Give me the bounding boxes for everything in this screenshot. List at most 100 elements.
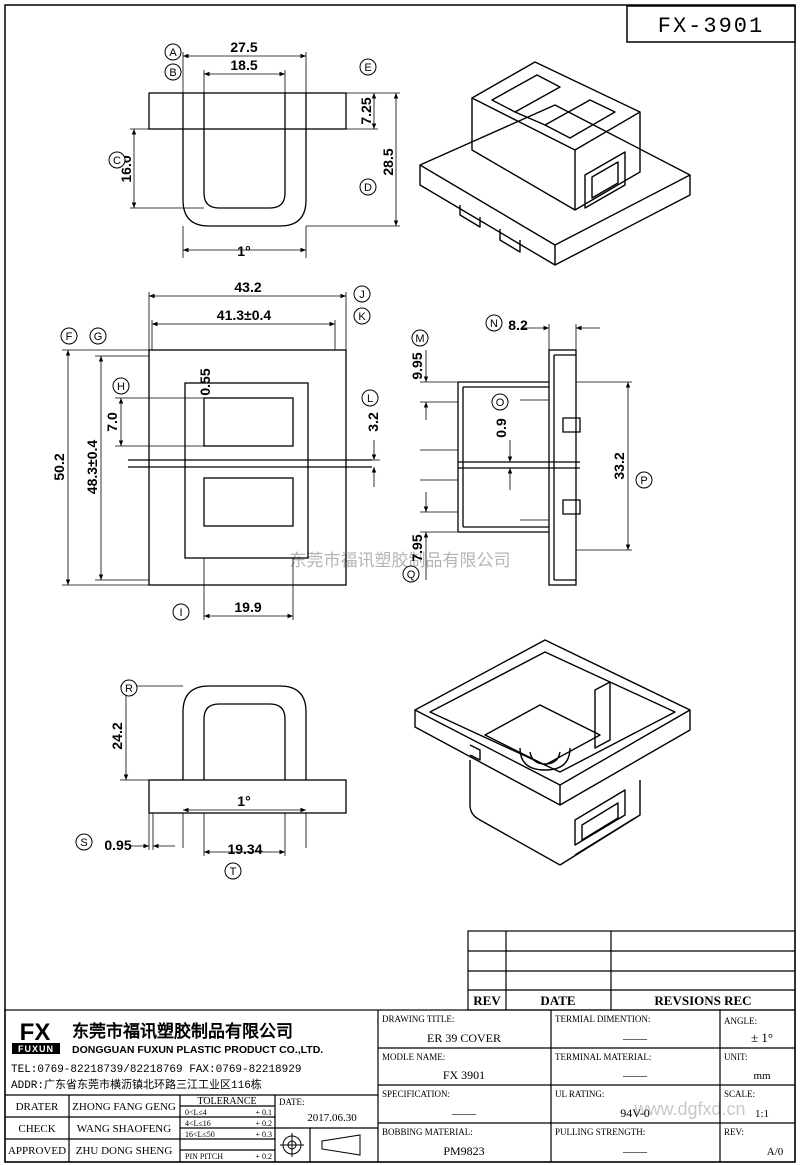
label-n: N: [485, 314, 503, 332]
isometric-top: [419, 61, 691, 266]
drawing-title-label: DRAWING TITLE:: [382, 1014, 454, 1024]
unit-value: mm: [753, 1070, 771, 1082]
unit-label: UNIT:: [724, 1052, 748, 1062]
svg-text:S: S: [80, 837, 87, 849]
dim-n: 8.2: [508, 317, 528, 333]
drawing-number-box: FX-3901: [626, 5, 796, 43]
dim-top-gap: 0.55: [197, 368, 213, 395]
drawing-number: FX-3901: [658, 14, 764, 39]
dim-angle-bottom: 1°: [237, 793, 250, 809]
dim-p: 33.2: [611, 452, 627, 479]
front-view: [62, 292, 380, 620]
angle-value: ± 1°: [751, 1030, 773, 1045]
company-block: FX FUXUN 东莞市福讯塑胶制品有限公司 DONGGUAN FUXUN PL…: [11, 1019, 323, 1092]
date-value: 2017.06.30: [307, 1112, 357, 1124]
svg-text:M: M: [415, 333, 424, 345]
label-a: A: [164, 43, 182, 61]
svg-text:T: T: [230, 866, 237, 878]
svg-text:R: R: [125, 683, 133, 695]
scale-value: 1:1: [755, 1108, 769, 1120]
tol-value-3: + 0.3: [255, 1130, 272, 1139]
label-d: D: [359, 178, 377, 196]
label-f: F: [60, 327, 78, 345]
label-s: S: [75, 833, 93, 851]
dim-a: 27.5: [230, 39, 257, 55]
name-approved: ZHU DONG SHENG: [76, 1145, 173, 1157]
label-h: H: [112, 377, 130, 395]
svg-text:Q: Q: [407, 569, 416, 581]
label-l: L: [361, 389, 379, 407]
specification-value: ——: [451, 1106, 477, 1120]
logo-fx: FX: [20, 1019, 51, 1046]
dim-r: 24.2: [109, 722, 125, 749]
svg-text:O: O: [496, 397, 505, 409]
tol-range-1: 0<L≤4: [185, 1108, 207, 1117]
role-approved: APPROVED: [8, 1145, 66, 1157]
svg-text:P: P: [640, 475, 647, 487]
svg-text:L: L: [367, 393, 373, 405]
dim-s: 0.95: [104, 837, 131, 853]
model-name-value: FX 3901: [443, 1068, 485, 1082]
model-name-label: MODLE NAME:: [382, 1052, 445, 1062]
tol-range-3: 16<L≤50: [185, 1130, 215, 1139]
dim-b: 18.5: [230, 57, 257, 73]
pulling-strength-label: PULLING STRENGTH:: [555, 1127, 645, 1137]
watermark-company: 东莞市福讯塑胶制品有限公司: [290, 551, 511, 570]
tol-range-2: 4<L≤16: [185, 1119, 211, 1128]
svg-text:H: H: [117, 381, 125, 393]
dim-bottom-width: 19.9: [234, 599, 261, 615]
label-k: K: [353, 307, 371, 325]
label-i: I: [172, 603, 190, 621]
tolerance-header: TOLERANCE: [197, 1096, 256, 1107]
dim-m: 9.95: [409, 352, 425, 379]
svg-text:C: C: [113, 155, 121, 167]
company-addr: ADDR:广东省东莞市横沥镇北环路三江工业区116栋: [11, 1077, 262, 1092]
scale-label: SCALE:: [724, 1089, 755, 1099]
label-g: G: [89, 327, 107, 345]
angle-label: ANGLE:: [724, 1016, 757, 1026]
role-drater: DRATER: [16, 1101, 59, 1113]
terminal-dimension-value: ——: [622, 1031, 648, 1045]
dim-inner-width: 41.3±0.4: [217, 307, 272, 323]
label-o: O: [491, 393, 509, 411]
label-e: E: [359, 58, 377, 76]
isometric-bottom: [414, 639, 691, 866]
terminal-material-value: ——: [622, 1068, 648, 1082]
front-view-dimensions: 43.2 41.3±0.4 50.2 48.3±0.4 7.0 3.2 0.55…: [51, 279, 381, 621]
label-r: R: [120, 679, 138, 697]
dim-q: 7.95: [409, 534, 425, 561]
pulling-strength-value: ——: [622, 1144, 648, 1158]
bobbing-material-value: PM9823: [443, 1144, 484, 1158]
svg-text:I: I: [179, 607, 182, 619]
top-view: [130, 52, 400, 258]
rev-value: A/0: [767, 1146, 784, 1158]
terminal-material-label: TERMINAL MATERIAL:: [555, 1052, 651, 1062]
svg-text:D: D: [364, 182, 372, 194]
svg-text:G: G: [94, 331, 103, 343]
label-p: P: [635, 471, 653, 489]
title-block-grid: [4, 1009, 796, 1163]
rev-label: REV:: [724, 1127, 744, 1137]
company-name-en: DONGGUAN FUXUN PLASTIC PRODUCT CO.,LTD.: [72, 1044, 323, 1056]
svg-text:A: A: [169, 47, 177, 59]
label-q: Q: [402, 565, 420, 583]
label-j: J: [353, 285, 371, 303]
rev-header: REV: [473, 993, 501, 1008]
dim-angle-top: 1°: [237, 243, 250, 259]
logo-sub-bg: [12, 1043, 60, 1054]
svg-text:B: B: [169, 67, 176, 79]
top-view-dimensions: 27.5 18.5 16.0 7.25 28.5 1° A B C D E: [108, 39, 396, 259]
label-m: M: [411, 329, 429, 347]
svg-text:J: J: [359, 289, 365, 301]
logo-sub: FUXUN: [18, 1044, 54, 1054]
name-drater: ZHONG FANG GENG: [72, 1101, 176, 1113]
tol-value-4: + 0.2: [255, 1152, 272, 1161]
dim-t: 19.34: [227, 841, 262, 857]
ul-rating-label: UL RATING:: [555, 1089, 604, 1099]
fields-block: DRAWING TITLE: ER 39 COVER TERMIAL DIMEN…: [382, 1014, 784, 1158]
dim-inner-height: 48.3±0.4: [84, 440, 100, 495]
tol-range-4: PIN PITCH: [185, 1152, 223, 1161]
people-block: DRATER ZHONG FANG GENG CHECK WANG SHAOFE…: [8, 1101, 176, 1157]
dim-d: 28.5: [380, 148, 396, 175]
